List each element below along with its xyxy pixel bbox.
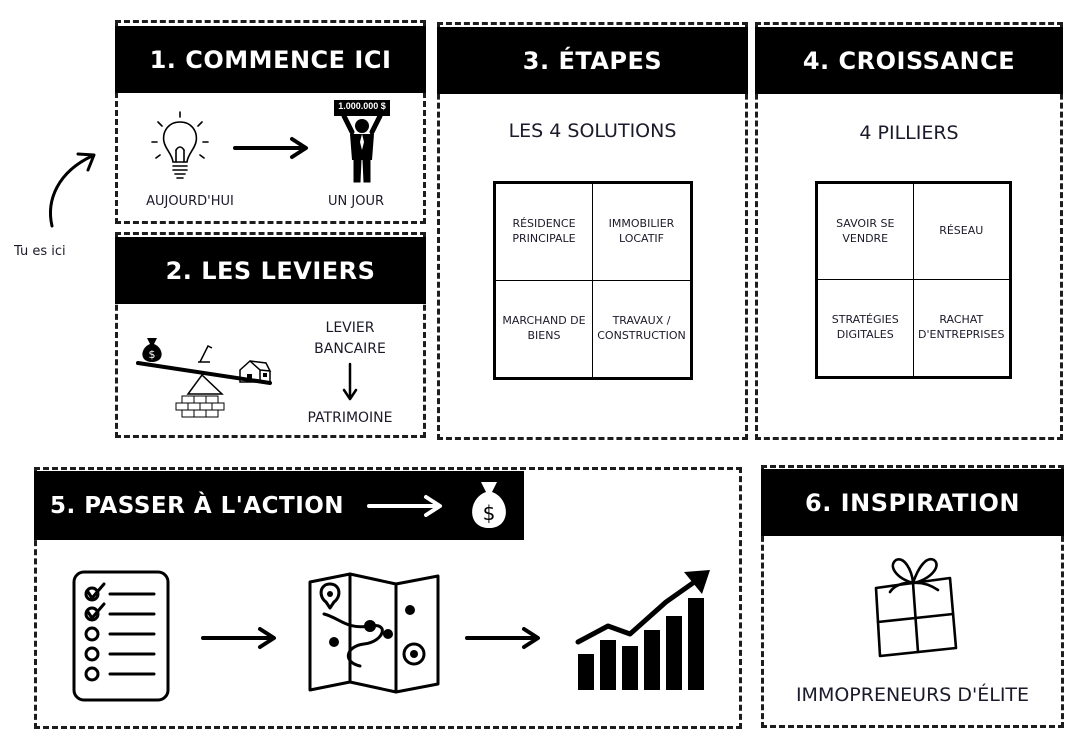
money-bag-icon: $ [142, 338, 162, 362]
card-passer-action-title-bar: 5. PASSER À L'ACTION [34, 471, 524, 540]
card-commence-ici-title: 1. COMMENCE ICI [115, 26, 426, 93]
millionaire-icon [334, 100, 390, 183]
card-croissance-subtitle: 4 PILLIERS [859, 122, 959, 144]
gift-icon [874, 557, 958, 658]
map-icon [308, 572, 440, 694]
solution-cell-4: TRAVAUX / CONSTRUCTION [597, 313, 686, 342]
card-croissance-title: 4. CROISSANCE [755, 27, 1063, 94]
card-passer-action-title: 5. PASSER À L'ACTION [50, 492, 345, 519]
card-etapes-subtitle: LES 4 SOLUTIONS [508, 120, 677, 142]
checklist-icon [72, 570, 170, 702]
arrow-down-icon [342, 362, 358, 401]
card-etapes-title: 3. ÉTAPES [437, 27, 748, 94]
arrow-right-icon [201, 627, 276, 649]
lever-label-line2: BANCAIRE [314, 341, 386, 357]
money-symbol: $ [483, 501, 496, 525]
growth-chart-icon [575, 570, 710, 690]
solution-cell-3: MARCHAND DE BIENS [496, 280, 593, 377]
one-day-label: UN JOUR [328, 194, 384, 209]
patrimoine-label: PATRIMOINE [307, 410, 393, 426]
pillar-cell-2: RÉSEAU [913, 184, 1009, 280]
pillar-cell-4: RACHAT D'ENTREPRISES [918, 313, 1005, 341]
pillars-grid: SAVOIR SE VENDRE RÉSEAU STRATÉGIES DIGIT… [815, 181, 1012, 379]
solutions-grid: RÉSIDENCE PRINCIPALE IMMOBILIER LOCATIF … [493, 181, 693, 380]
card-inspiration-title: 6. INSPIRATION [761, 469, 1064, 536]
card-les-leviers-title: 2. LES LEVIERS [115, 237, 426, 304]
lightbulb-icon [151, 111, 209, 179]
solution-cell-1: RÉSIDENCE PRINCIPALE [496, 184, 593, 281]
pillar-cell-3: STRATÉGIES DIGITALES [818, 280, 914, 376]
you-are-here-label: Tu es ici [14, 244, 66, 259]
svg-text:$: $ [149, 348, 156, 361]
lever-label-line1: LEVIER [325, 320, 375, 336]
solution-cell-2: IMMOBILIER LOCATIF [593, 184, 690, 281]
curved-arrow-icon [49, 152, 96, 228]
arrow-right-icon [233, 137, 308, 159]
arrow-right-icon [367, 495, 442, 517]
house-icon [239, 359, 272, 383]
pillar-cell-1: SAVOIR SE VENDRE [818, 184, 914, 280]
today-label: AUJOURD'HUI [146, 194, 234, 209]
arrow-right-icon [465, 627, 540, 649]
sign-amount: 1.000.000 $ [338, 101, 386, 111]
money-bag-icon: $ [472, 482, 506, 528]
card-inspiration-caption: IMMOPRENEURS D'ÉLITE [795, 684, 1030, 706]
